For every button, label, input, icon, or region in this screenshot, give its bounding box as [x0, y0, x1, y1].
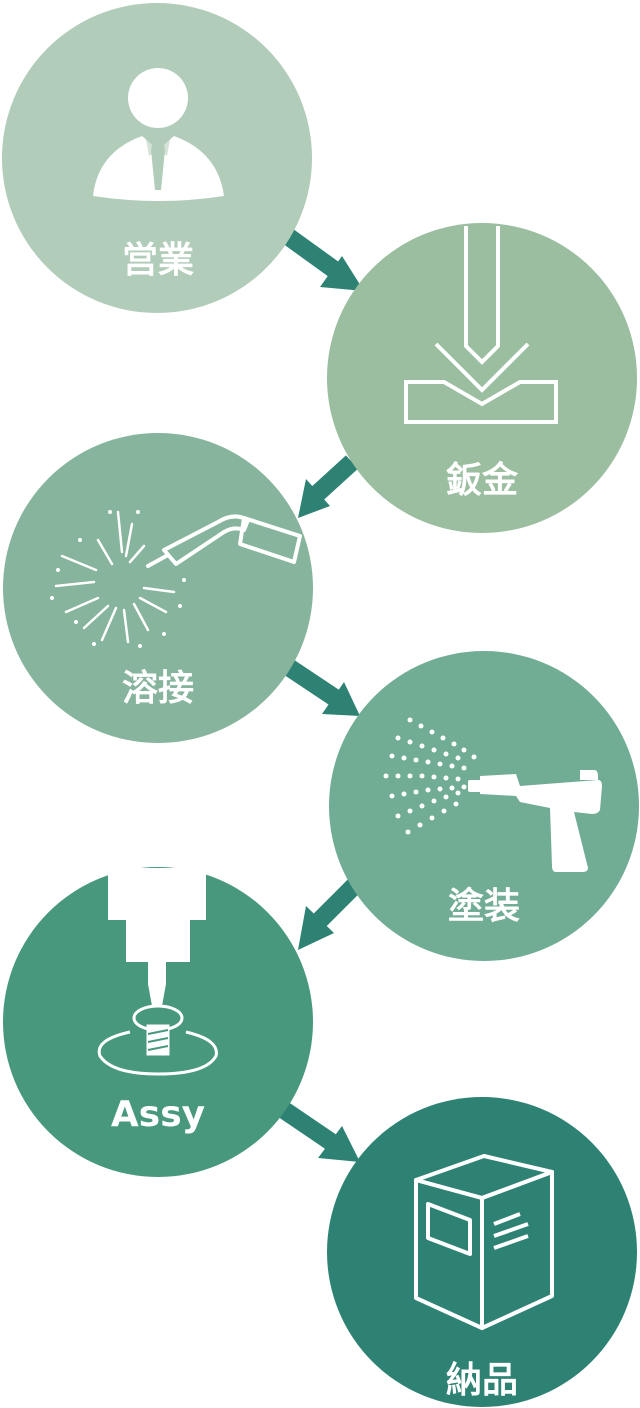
screw-icon: [97, 1004, 218, 1076]
step-sheet-metal: 鈑金: [327, 223, 637, 533]
box-icon: [414, 1154, 554, 1330]
step-sales: 営業: [2, 3, 312, 313]
spray-gun-icon: [468, 770, 602, 872]
businessperson-icon: [93, 68, 224, 201]
step-label-sheet-metal: 鈑金: [446, 459, 519, 501]
step-label-painting: 塗装: [448, 885, 520, 927]
arrow-sheet-metal-to-welding: [298, 455, 359, 518]
step-label-delivery: 納品: [446, 1360, 518, 1401]
step-label-assy: Assy: [111, 1094, 205, 1135]
spray-mist-icon: [383, 717, 477, 835]
arrow-assy-to-delivery: [278, 1102, 360, 1162]
screwdriver-icon: [108, 868, 206, 1006]
arrow-painting-to-assy: [298, 877, 363, 950]
step-welding: 溶接: [3, 433, 313, 743]
step-label-welding: 溶接: [122, 668, 194, 709]
step-delivery: 納品: [327, 1097, 637, 1407]
flow-arrows: [276, 224, 364, 1162]
step-label-sales: 営業: [122, 240, 194, 281]
sparks-icon: [50, 510, 186, 648]
arrow-welding-to-painting: [279, 656, 360, 716]
press-brake-icon: [404, 226, 558, 424]
necktie-shape: [151, 140, 165, 190]
step-assy: Assy: [3, 867, 313, 1177]
arrow-sales-to-sheet-metal: [276, 224, 364, 291]
step-painting: 塗装: [329, 651, 639, 961]
welding-torch-icon: [146, 514, 302, 568]
